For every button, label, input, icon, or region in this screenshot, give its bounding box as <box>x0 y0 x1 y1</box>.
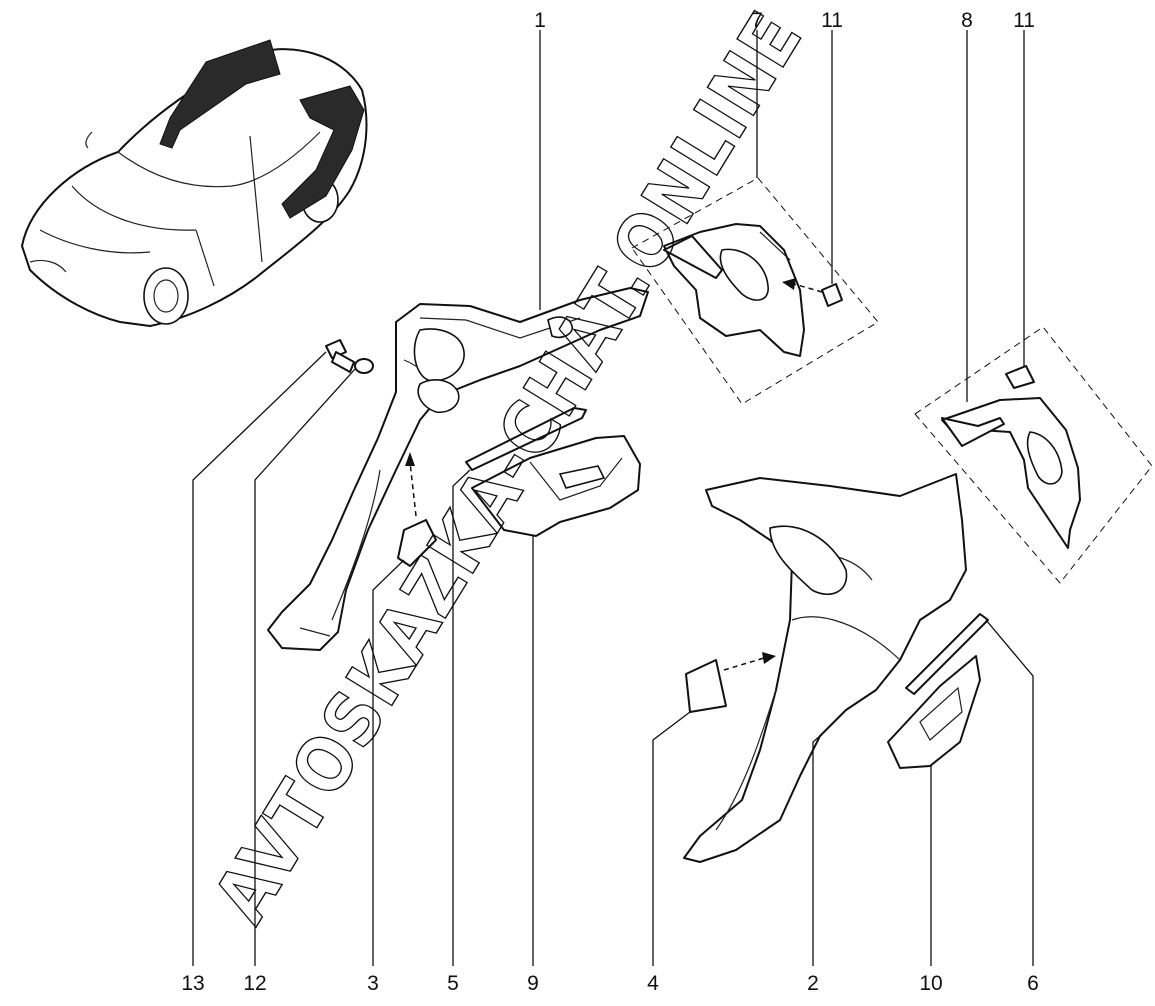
callout-2: 2 <box>807 972 819 995</box>
part-9-bracket <box>471 435 641 537</box>
part-6-strip <box>905 613 989 695</box>
part-12-washer <box>354 358 374 374</box>
part-10-wheel-arch-section <box>887 655 981 769</box>
callout-3: 3 <box>367 972 379 995</box>
callout-5: 5 <box>447 972 459 995</box>
part-11-clip-right <box>1005 365 1035 389</box>
callouts-top: 1 7 11 8 11 <box>534 9 1035 32</box>
assembly-8-frame <box>914 326 1153 584</box>
callout-12: 12 <box>243 972 266 995</box>
leader-lines <box>192 30 1034 966</box>
callout-9: 9 <box>527 972 539 995</box>
part-4-patch-plate <box>685 659 727 713</box>
part-7-assembly <box>663 223 805 357</box>
callouts-bottom: 13 12 3 5 9 4 2 10 6 <box>181 972 1039 995</box>
part-8-assembly <box>941 397 1081 549</box>
callout-1: 1 <box>534 9 546 32</box>
callout-4: 4 <box>647 972 659 995</box>
part-11-clip-upper <box>821 283 843 307</box>
part-2-outer-side-panel <box>683 473 967 863</box>
car-overview-illustration <box>21 39 368 327</box>
callout-11-right: 11 <box>1013 9 1035 32</box>
callout-8: 8 <box>961 9 973 32</box>
part-13-bolt <box>325 339 355 373</box>
part-5-rail-strip <box>465 407 587 471</box>
callout-6: 6 <box>1027 972 1039 995</box>
callout-11-upper: 11 <box>821 9 843 32</box>
part-1-inner-side-panel <box>267 287 649 651</box>
part-3-patch-plate <box>397 519 437 567</box>
callout-10: 10 <box>919 972 942 995</box>
callout-7: 7 <box>751 9 763 32</box>
assembly-7-frame <box>631 177 879 405</box>
callout-13: 13 <box>181 972 204 995</box>
